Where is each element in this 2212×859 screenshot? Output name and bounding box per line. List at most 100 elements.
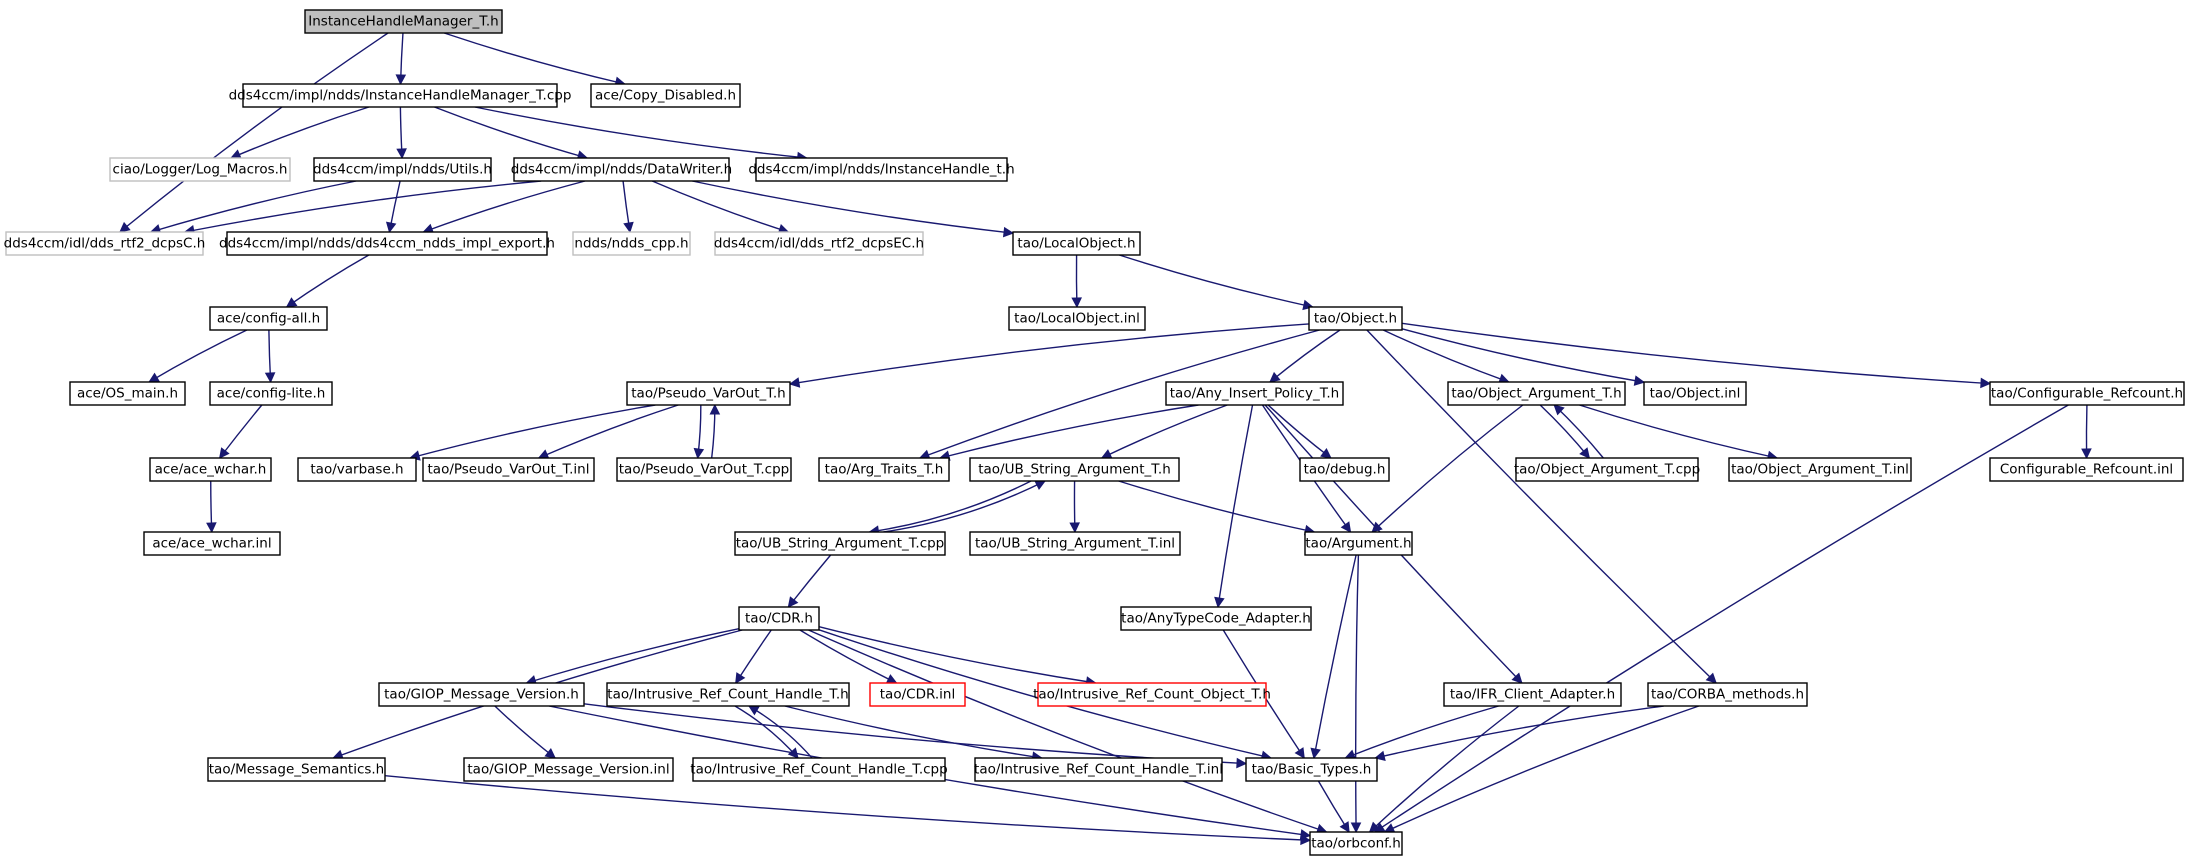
node-label: dds4ccm/impl/ndds/Utils.h <box>313 162 492 178</box>
node-box <box>755 157 1008 182</box>
graph-node[interactable]: tao/varbase.h <box>297 457 417 482</box>
node-box <box>143 531 281 556</box>
graph-node[interactable]: tao/Pseudo_VarOut_T.inl <box>422 457 595 482</box>
graph-node[interactable]: tao/Message_Semantics.h <box>207 757 386 782</box>
node-box <box>513 157 730 182</box>
arrowhead-n1-to-n2 <box>395 74 407 86</box>
graph-node[interactable]: tao/Intrusive_Ref_Count_Object_T.h <box>1033 682 1271 707</box>
node-box <box>1012 231 1141 256</box>
graph-node[interactable]: ace/ace_wchar.inl <box>143 531 281 556</box>
node-label: tao/UB_String_Argument_T.h <box>978 462 1171 478</box>
arrowhead-n28-to-n35 <box>1069 522 1080 534</box>
node-label: tao/Object_Argument_T.cpp <box>1514 462 1700 478</box>
graph-node[interactable]: tao/Intrusive_Ref_Count_Handle_T.h <box>606 682 850 707</box>
graph-node[interactable]: tao/Intrusive_Ref_Count_Handle_T.inl <box>974 757 1223 782</box>
node-label: ace/ace_wchar.inl <box>152 536 271 552</box>
arrowhead-n1-to-n8 <box>119 221 131 233</box>
graph-node[interactable]: ciao/Logger/Log_Macros.h <box>109 157 291 182</box>
graph-node[interactable]: dds4ccm/impl/ndds/dds4ccm_ndds_impl_expo… <box>219 231 555 256</box>
node-label: tao/UB_String_Argument_T.cpp <box>736 536 945 552</box>
graph-node[interactable]: tao/GIOP_Message_Version.h <box>378 682 585 707</box>
graph-node[interactable]: ace/ace_wchar.h <box>149 457 272 482</box>
node-box <box>5 231 204 256</box>
edge-n9-to-n13 <box>286 254 370 308</box>
graph-node[interactable]: InstanceHandleManager_T.h <box>304 9 503 34</box>
node-label: ace/Copy_Disabled.h <box>595 88 736 104</box>
arrowhead-n13-to-n17 <box>264 372 276 384</box>
graph-node[interactable]: tao/debug.h <box>1299 457 1390 482</box>
edge-n20-to-n36 <box>1371 404 1524 533</box>
arrowhead-n15-to-n22 <box>1980 377 1992 389</box>
graph-node[interactable]: tao/CDR.inl <box>869 682 966 707</box>
edge-n5-to-n8 <box>150 180 357 233</box>
graph-node[interactable]: tao/Pseudo_VarOut_T.h <box>626 381 791 406</box>
arrowhead-n38-to-n49 <box>1294 747 1305 759</box>
graph-node[interactable]: tao/Object_Argument_T.inl <box>1728 457 1912 482</box>
arrowhead-n5-to-n9 <box>385 221 397 234</box>
graph-node[interactable]: tao/Object_Argument_T.h <box>1447 381 1626 406</box>
node-box <box>1515 457 1699 482</box>
graph-node[interactable]: Configurable_Refcount.inl <box>1989 457 2184 482</box>
graph-node[interactable]: dds4ccm/impl/ndds/InstanceHandle_t.h <box>748 157 1015 182</box>
graph-node[interactable]: dds4ccm/idl/dds_rtf2_dcpsEC.h <box>714 231 924 256</box>
graph-node[interactable]: ace/OS_main.h <box>69 381 186 406</box>
arrowhead-n34-to-n28 <box>1034 480 1047 491</box>
graph-node[interactable]: tao/LocalObject.inl <box>1008 306 1146 331</box>
arrowhead-n47-to-n40 <box>747 705 760 716</box>
arrowhead-n17-to-n23 <box>218 447 230 459</box>
node-label: tao/LocalObject.inl <box>1014 311 1140 327</box>
graph-node[interactable]: ace/config-all.h <box>209 306 328 331</box>
graph-node[interactable]: tao/GIOP_Message_Version.inl <box>463 757 674 782</box>
arrowhead-n45-to-n50 <box>1300 834 1312 846</box>
node-box <box>1299 457 1390 482</box>
graph-node[interactable]: tao/CDR.h <box>738 606 820 631</box>
edge-n19-to-n38 <box>1217 404 1254 608</box>
graph-node[interactable]: tao/UB_String_Argument_T.h <box>969 457 1180 482</box>
graph-node[interactable]: tao/Object.inl <box>1643 381 1747 406</box>
node-box <box>869 682 966 707</box>
graph-node[interactable]: tao/Object.h <box>1308 306 1403 331</box>
graph-node[interactable]: ace/config-lite.h <box>209 381 333 406</box>
edge-n28-to-n36 <box>1118 480 1315 533</box>
arrowhead-n37-to-n40 <box>735 672 746 684</box>
edge-n19-to-n29 <box>1267 404 1332 459</box>
node-label: tao/Basic_Types.h <box>1252 762 1372 778</box>
graph-node[interactable]: ndds/ndds_cpp.h <box>572 231 691 256</box>
edge-n12-to-n15 <box>1119 254 1313 308</box>
graph-node[interactable]: tao/orbconf.h <box>1309 831 1403 856</box>
graph-node[interactable]: dds4ccm/impl/ndds/Utils.h <box>313 157 492 182</box>
graph-node[interactable]: tao/IFR_Client_Adapter.h <box>1443 682 1622 707</box>
graph-node[interactable]: tao/AnyTypeCode_Adapter.h <box>1120 606 1312 631</box>
graph-node[interactable]: tao/CORBA_methods.h <box>1647 682 1808 707</box>
graph-node[interactable]: dds4ccm/impl/ndds/DataWriter.h <box>511 157 732 182</box>
edge-n40-to-n47 <box>734 705 799 759</box>
graph-node[interactable]: tao/Configurable_Refcount.h <box>1989 381 2185 406</box>
edge-n13-to-n16 <box>148 329 248 383</box>
graph-node[interactable]: ace/Copy_Disabled.h <box>590 83 741 108</box>
graph-node[interactable]: tao/Arg_Traits_T.h <box>818 457 950 482</box>
node-label: tao/Pseudo_VarOut_T.h <box>631 386 785 402</box>
arrowhead-n15-to-n21 <box>1633 375 1646 386</box>
graph-node[interactable]: tao/Object_Argument_T.cpp <box>1514 457 1700 482</box>
graph-node[interactable]: tao/LocalObject.h <box>1012 231 1141 256</box>
node-label: dds4ccm/idl/dds_rtf2_dcpsC.h <box>4 236 206 252</box>
graph-node[interactable]: tao/Pseudo_VarOut_T.cpp <box>616 457 792 482</box>
graph-node[interactable]: tao/UB_String_Argument_T.cpp <box>734 531 946 556</box>
graph-node[interactable]: dds4ccm/idl/dds_rtf2_dcpsC.h <box>4 231 206 256</box>
edge-n43-to-n49 <box>1345 705 1499 759</box>
edge-n44-to-n49 <box>1375 705 1664 759</box>
graph-node[interactable]: dds4ccm/impl/ndds/InstanceHandleManager_… <box>229 83 572 108</box>
arrowhead-n13-to-n16 <box>148 372 160 383</box>
edge-n37-to-n40 <box>735 629 772 684</box>
graph-node[interactable]: tao/Any_Insert_Policy_T.h <box>1165 381 1344 406</box>
node-box <box>1245 757 1378 782</box>
edge-n34-to-n37 <box>787 554 832 608</box>
node-label: tao/Configurable_Refcount.h <box>1991 386 2183 402</box>
node-label: tao/debug.h <box>1304 462 1386 478</box>
graph-node[interactable]: tao/Argument.h <box>1304 531 1413 556</box>
graph-node[interactable]: tao/UB_String_Argument_T.inl <box>969 531 1181 556</box>
graph-node[interactable]: tao/Intrusive_Ref_Count_Handle_T.cpp <box>690 757 948 782</box>
edge-n37-to-n39 <box>526 628 740 684</box>
node-label: ciao/Logger/Log_Macros.h <box>113 162 288 178</box>
graph-node[interactable]: tao/Basic_Types.h <box>1245 757 1378 782</box>
